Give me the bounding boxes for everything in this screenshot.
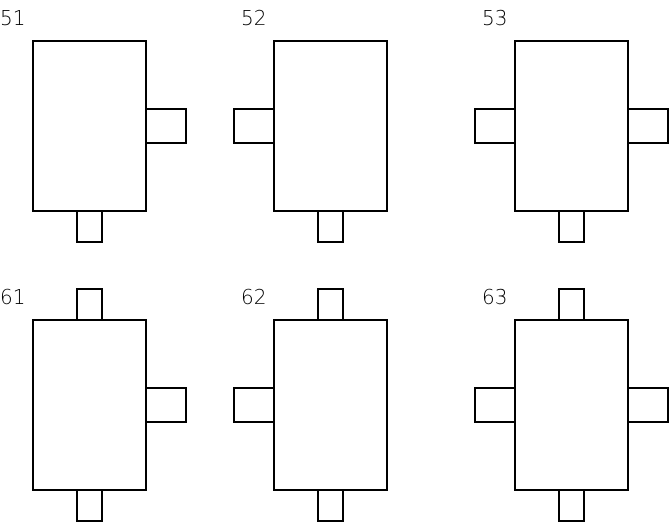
main-body [273, 319, 388, 491]
tab-top [317, 288, 344, 321]
diagram-62: 62 [233, 285, 388, 522]
tab-top [558, 288, 585, 321]
tab-bottom [317, 210, 344, 243]
diagram-53: 53 [474, 6, 669, 243]
diagram-label: 53 [482, 6, 507, 30]
tab-left [474, 387, 516, 423]
diagram-63: 63 [474, 285, 669, 522]
tab-top [76, 288, 103, 321]
diagram-label: 52 [241, 6, 266, 30]
diagram-52: 52 [233, 6, 388, 243]
diagram-label: 61 [0, 285, 25, 309]
diagram-51: 51 [0, 6, 187, 243]
tab-left [474, 108, 516, 144]
main-body [273, 40, 388, 212]
main-body [514, 319, 629, 491]
tab-left [233, 387, 275, 423]
main-body [32, 40, 147, 212]
tab-right [145, 387, 187, 423]
main-body [514, 40, 629, 212]
tab-bottom [558, 210, 585, 243]
diagram-label: 63 [482, 285, 507, 309]
tab-bottom [76, 210, 103, 243]
diagram-61: 61 [0, 285, 187, 522]
diagram-label: 51 [0, 6, 25, 30]
main-body [32, 319, 147, 491]
tab-right [145, 108, 187, 144]
tab-bottom [558, 489, 585, 522]
diagram-label: 62 [241, 285, 266, 309]
tab-right [627, 387, 669, 423]
tab-left [233, 108, 275, 144]
tab-bottom [317, 489, 344, 522]
tab-right [627, 108, 669, 144]
tab-bottom [76, 489, 103, 522]
